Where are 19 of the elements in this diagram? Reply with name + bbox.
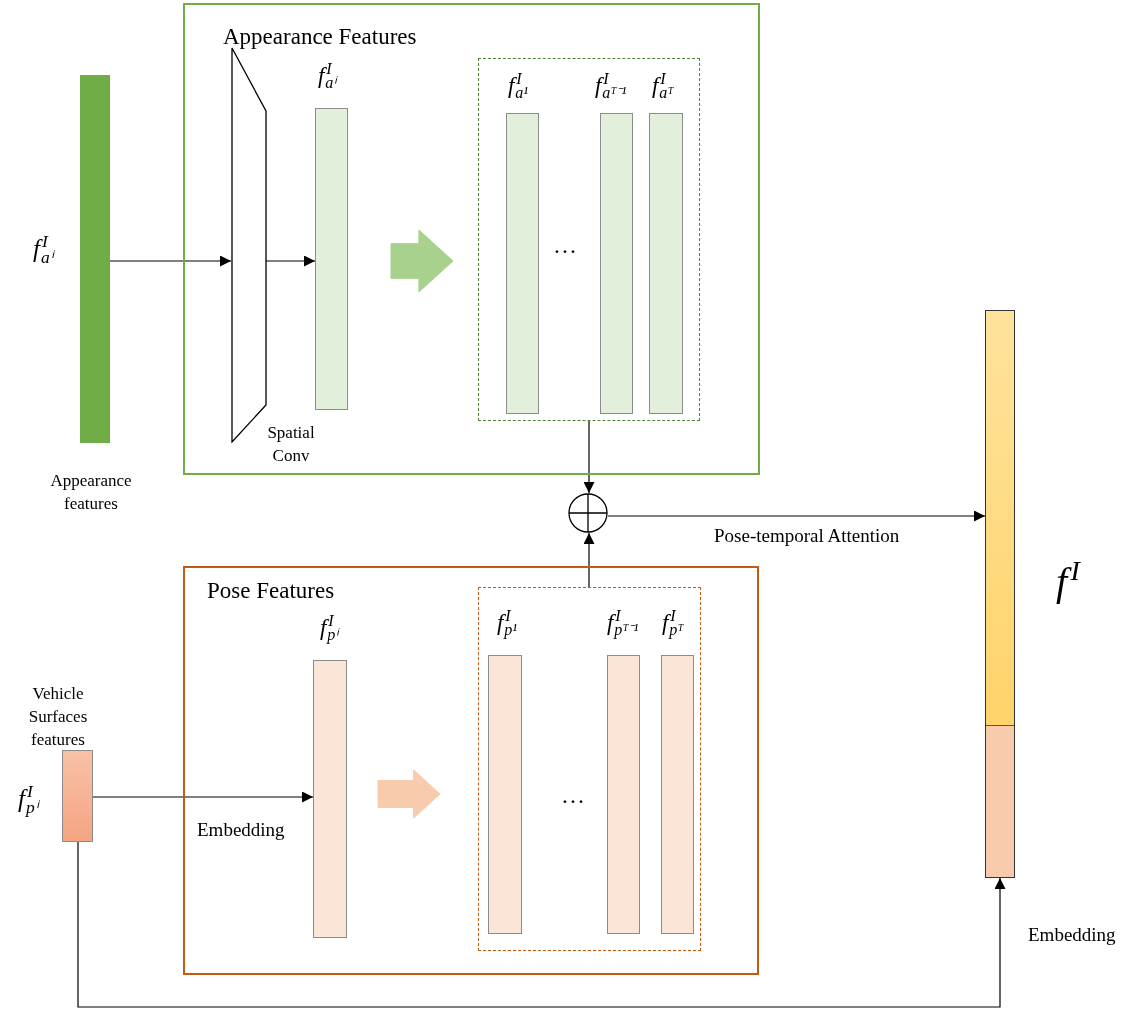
arrow xyxy=(607,510,986,522)
arrow xyxy=(583,420,595,494)
caption-text: Spatial Conv xyxy=(266,422,316,467)
panel-title: Appearance Features xyxy=(223,24,417,50)
edge-label: Embedding xyxy=(195,820,287,841)
caption-text: Vehicle Surfaces features xyxy=(27,683,89,751)
arrow xyxy=(109,255,232,267)
caption-text: Appearance features xyxy=(49,470,133,515)
edge-label: Pose-temporal Attention xyxy=(712,526,902,547)
block-arrow xyxy=(390,229,454,293)
block-arrow xyxy=(377,769,441,819)
arrow xyxy=(92,791,314,803)
panel-title: Pose Features xyxy=(207,578,335,604)
ellipsis-text: … xyxy=(553,232,577,259)
arrow xyxy=(77,841,1006,1008)
math-label: f$^{I}$ xyxy=(1056,556,1080,605)
edge-label: Embedding xyxy=(1026,925,1118,946)
ellipsis-text: … xyxy=(561,782,585,809)
arrow xyxy=(583,532,595,588)
